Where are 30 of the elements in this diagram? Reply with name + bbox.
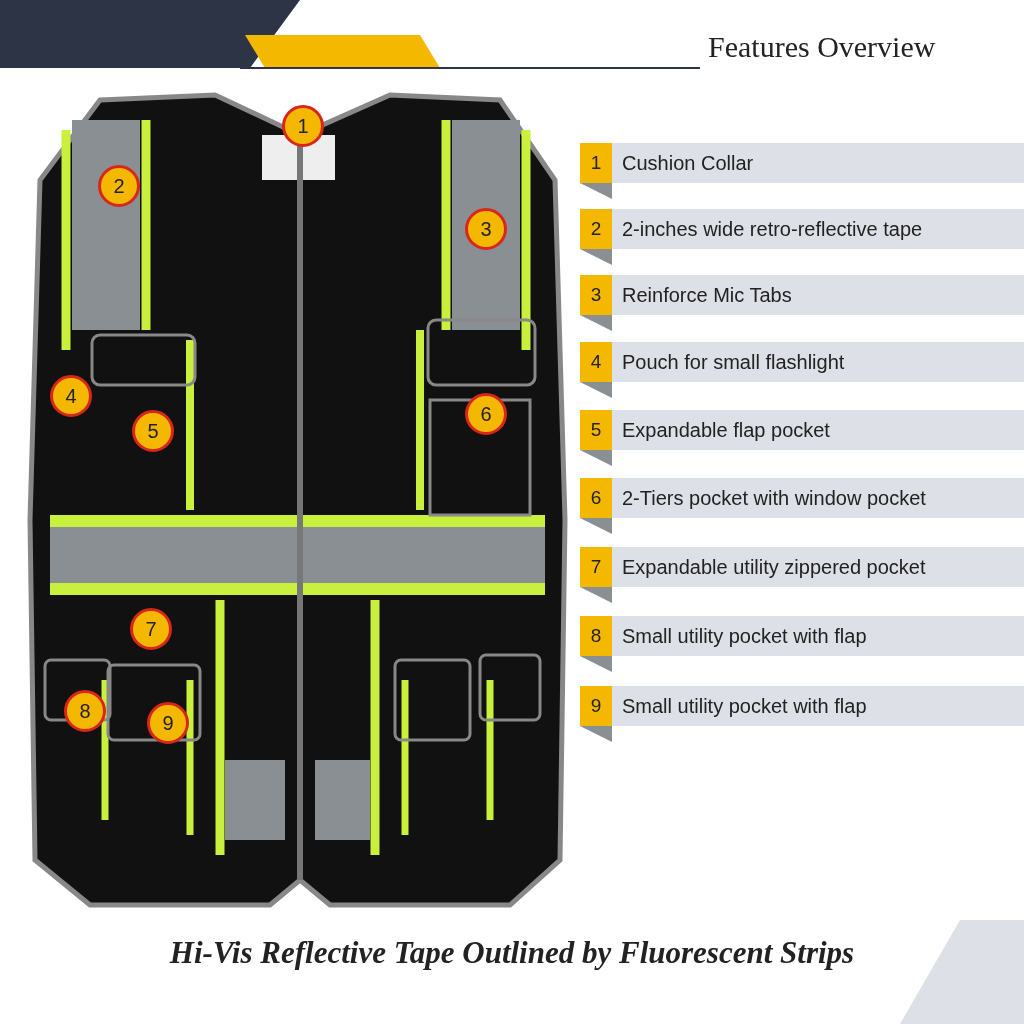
feature-label: Reinforce Mic Tabs [622, 283, 792, 308]
feature-label: Cushion Collar [622, 151, 754, 176]
number-tab: 2 [580, 209, 612, 249]
feature-label: Small utility pocket with flap [622, 694, 867, 719]
feature-band [580, 209, 1024, 249]
feature-band [580, 686, 1024, 726]
number-tab: 9 [580, 686, 612, 726]
number-tab: 3 [580, 275, 612, 315]
callout-number: 1 [282, 105, 324, 147]
caption: Hi-Vis Reflective Tape Outlined by Fluorescent Strips [168, 935, 856, 971]
feature-label: Small utility pocket with flap [622, 624, 867, 649]
feature-label: Expandable utility zippered pocket [622, 555, 926, 580]
feature-band [580, 143, 1024, 183]
feature-band [580, 547, 1024, 587]
number-tab: 7 [580, 547, 612, 587]
feature-band [580, 342, 1024, 382]
number-tab: 8 [580, 616, 612, 656]
number-tab: 6 [580, 478, 612, 518]
feature-band [580, 616, 1024, 656]
number-tab: 4 [580, 342, 612, 382]
feature-label: 2-Tiers pocket with window pocket [622, 486, 926, 511]
number-tab: 1 [580, 143, 612, 183]
feature-band [580, 410, 1024, 450]
page-title: Features Overview [708, 30, 936, 64]
number-tab: 5 [580, 410, 612, 450]
feature-label: Expandable flap pocket [622, 418, 830, 443]
feature-label: 2-inches wide retro-reflective tape [622, 217, 923, 242]
feature-label: Pouch for small flashlight [622, 350, 845, 375]
feature-band [580, 478, 1024, 518]
feature-band [580, 275, 1024, 315]
